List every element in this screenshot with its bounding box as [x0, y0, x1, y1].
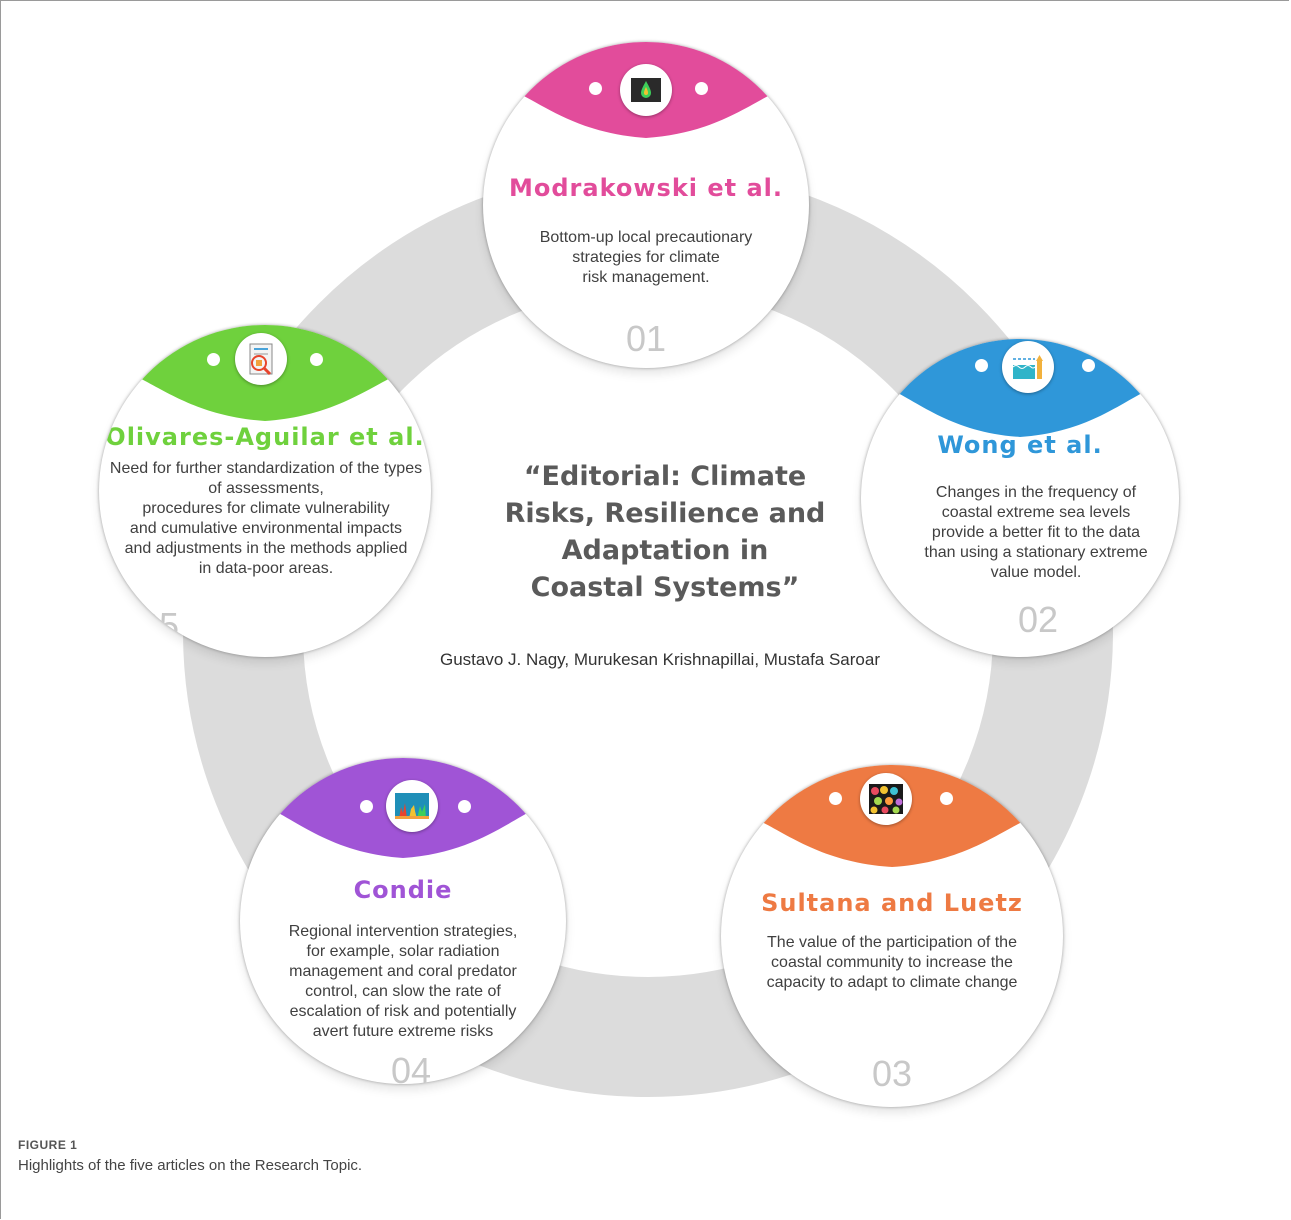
figure-caption: Highlights of the five articles on the R…: [18, 1157, 363, 1174]
title-line: Adaptation in: [561, 535, 769, 566]
article-description: Regional intervention strategies, for ex…: [256, 922, 550, 1042]
desc-line: provide a better fit to the data: [931, 524, 1141, 541]
desc-line: and adjustments in the methods applied: [124, 540, 408, 557]
figure-label: FIGURE 1: [18, 1138, 78, 1152]
article-title: Condie: [353, 876, 453, 904]
desc-line: procedures for climate vulnerability: [142, 500, 390, 517]
article-description: The value of the participation of the co…: [741, 933, 1043, 993]
article-title: Wong et al.: [937, 431, 1103, 459]
desc-line: risk management.: [582, 269, 710, 286]
title-line: Coastal Systems”: [530, 572, 800, 603]
article-number: 03: [871, 1053, 913, 1094]
desc-line: of assessments,: [208, 480, 324, 497]
article-description: Bottom-up local precautionary strategies…: [503, 228, 789, 288]
article-circle-04: Condie Regional intervention strategies,…: [240, 758, 566, 1084]
article-number: 05: [138, 605, 180, 646]
desc-line: than using a stationary extreme: [924, 544, 1148, 561]
coral-reef-icon: [386, 780, 438, 832]
desc-line: Changes in the frequency of: [935, 484, 1137, 501]
header-dot-left: [975, 359, 988, 372]
title-line: Risks, Resilience and: [504, 498, 826, 529]
article-circle-02: Wong et al. Changes in the frequency of …: [861, 339, 1179, 657]
desc-line: strategies for climate: [572, 249, 720, 266]
article-number: 04: [390, 1050, 432, 1084]
header-dot-right: [1082, 359, 1095, 372]
header-dot-right: [695, 82, 708, 95]
assessment-document-icon: [235, 333, 287, 385]
desc-line: and cumulative environmental impacts: [129, 520, 403, 537]
sea-level-icon: [1002, 341, 1054, 393]
desc-line: control, can slow the rate of: [305, 983, 501, 1000]
header-dot-left: [360, 800, 373, 813]
article-number: 02: [1017, 599, 1059, 640]
article-title: Sultana and Luetz: [761, 889, 1023, 917]
desc-line: in data-poor areas.: [198, 560, 334, 577]
community-icon: [860, 773, 912, 825]
article-description: Need for further standardization of the …: [101, 459, 431, 579]
article-circle-01: Modrakowski et al. Bottom-up local preca…: [483, 42, 809, 368]
desc-line: avert future extreme risks: [312, 1023, 494, 1040]
desc-line: Need for further standardization of the …: [109, 460, 423, 477]
desc-line: coastal extreme sea levels: [941, 504, 1131, 521]
desc-line: management and coral predator: [289, 963, 517, 980]
droplet-icon: [620, 64, 672, 116]
desc-line: value model.: [990, 564, 1082, 581]
article-circle-05: Olivares-Aguilar et al. Need for further…: [99, 325, 431, 657]
header-dot-left: [207, 353, 220, 366]
article-title: Modrakowski et al.: [508, 174, 784, 202]
header-dot-right: [310, 353, 323, 366]
header-dot-right: [940, 792, 953, 805]
header-dot-left: [829, 792, 842, 805]
article-description: Changes in the frequency of coastal extr…: [901, 483, 1171, 583]
editorial-authors: Gustavo J. Nagy, Murukesan Krishnapillai…: [440, 650, 880, 669]
desc-line: capacity to adapt to climate change: [766, 974, 1018, 991]
desc-line: coastal community to increase the: [771, 954, 1013, 971]
article-circle-03: Sultana and Luetz The value of the parti…: [721, 765, 1063, 1107]
desc-line: The value of the participation of the: [767, 934, 1017, 951]
editorial-title: “Editorial: Climate Risks, Resilience an…: [470, 458, 860, 606]
desc-line: Regional intervention strategies,: [288, 923, 518, 940]
header-dot-left: [589, 82, 602, 95]
header-dot-right: [458, 800, 471, 813]
article-title: Olivares-Aguilar et al.: [105, 423, 425, 451]
desc-line: for example, solar radiation: [306, 943, 500, 960]
desc-line: Bottom-up local precautionary: [539, 229, 753, 246]
title-line: “Editorial: Climate: [523, 461, 807, 492]
article-number: 01: [625, 318, 667, 359]
desc-line: escalation of risk and potentially: [289, 1003, 517, 1020]
